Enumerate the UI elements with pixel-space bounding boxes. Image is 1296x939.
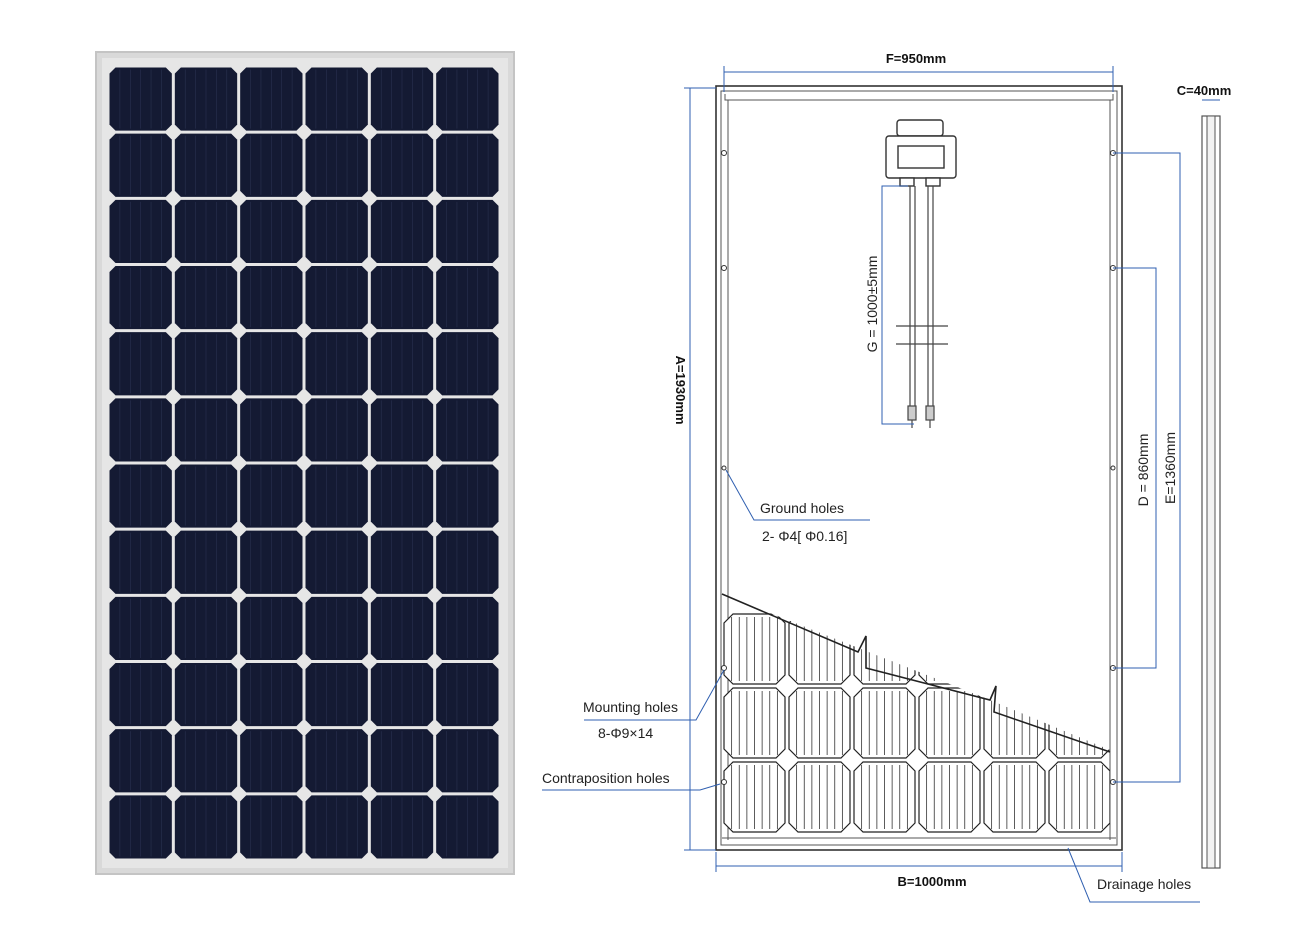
mounting-hole — [721, 665, 727, 671]
dim-a-label: A=1930mm — [673, 355, 688, 424]
dimension-lines — [542, 66, 1220, 903]
ground-holes-title: Ground holes — [760, 500, 844, 516]
dim-e-label: E=1360mm — [1162, 432, 1178, 504]
cutaway-break-line — [721, 593, 1111, 753]
output-cables — [896, 186, 948, 428]
cable-gland-left — [899, 177, 915, 187]
dim-g-label: G = 1000±5mm — [864, 256, 880, 353]
dim-c-label: C=40mm — [1177, 83, 1232, 98]
mounting-holes-title: Mounting holes — [583, 699, 678, 715]
cable-gland-right — [925, 177, 941, 187]
back-frame-top-rail — [724, 94, 1114, 101]
ground-hole — [1110, 465, 1116, 471]
dim-f-label: F=950mm — [886, 51, 946, 66]
dim-b-label: B=1000mm — [897, 874, 966, 889]
hole — [721, 150, 727, 156]
dim-d-label: D = 860mm — [1135, 434, 1151, 507]
junction-box-window — [897, 145, 945, 169]
ground-hole — [721, 465, 727, 471]
side-profile — [1201, 115, 1221, 869]
back-frame-lip — [720, 90, 1118, 846]
hole — [721, 265, 727, 271]
cell-grid — [109, 67, 499, 859]
solar-panel-back-view — [715, 85, 1123, 851]
ground-holes-spec: 2- Φ4[ Φ0.16] — [762, 528, 847, 544]
junction-box — [885, 119, 957, 187]
hole — [721, 779, 727, 785]
drainage-holes-label: Drainage holes — [1097, 876, 1191, 892]
solar-panel-front-view — [95, 51, 515, 875]
contraposition-holes-label: Contraposition holes — [542, 770, 670, 786]
junction-box-handle — [896, 119, 944, 137]
mounting-holes-spec: 8-Φ9×14 — [598, 725, 653, 741]
